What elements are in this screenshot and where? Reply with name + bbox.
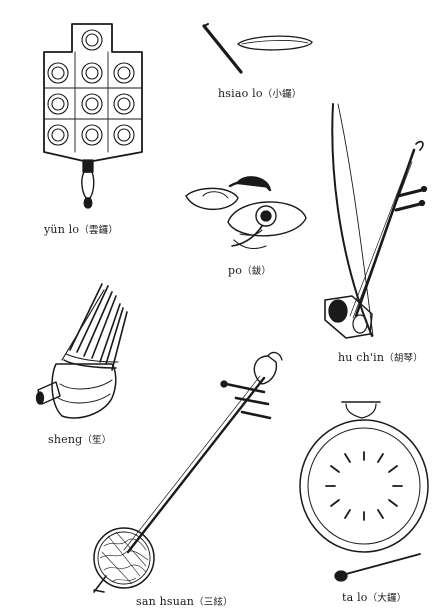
sheng-illustration <box>35 283 128 419</box>
yun-lo-illustration <box>43 23 143 209</box>
caption-hsiao-lo: hsiao lo（小鑼） <box>218 86 301 100</box>
caption-chinese: （胡琴） <box>384 353 423 364</box>
caption-chinese: （三絃） <box>194 597 233 608</box>
caption-romanized: yün lo <box>44 223 80 236</box>
caption-po: po（鈸） <box>228 263 271 277</box>
caption-chinese: （大鑼） <box>367 593 407 604</box>
hu-chin-illustration <box>324 103 428 339</box>
caption-ta-lo: ta lo（大鑼） <box>342 590 406 604</box>
hsiao-lo-illustration <box>202 23 313 74</box>
caption-sheng: sheng（笙） <box>48 432 111 446</box>
caption-romanized: hu ch'in <box>338 351 385 364</box>
caption-romanized: po <box>228 264 243 277</box>
caption-romanized: ta lo <box>342 591 368 604</box>
caption-chinese: （笙） <box>82 435 112 446</box>
po-illustration <box>185 176 307 250</box>
caption-san-hsuan: san hsuan（三絃） <box>136 594 233 608</box>
caption-yun-lo: yün lo（雲鑼） <box>44 222 118 236</box>
caption-chinese: （小鑼） <box>262 89 302 100</box>
caption-romanized: hsiao lo <box>218 87 263 100</box>
san-hsuan-illustration <box>93 351 283 593</box>
caption-chinese: （鈸） <box>242 266 272 277</box>
caption-romanized: san hsuan <box>136 595 195 608</box>
caption-chinese: （雲鑼） <box>79 225 119 236</box>
ta-lo-illustration <box>299 401 429 582</box>
caption-hu-chin: hu ch'in（胡琴） <box>338 350 423 364</box>
caption-romanized: sheng <box>48 433 83 446</box>
